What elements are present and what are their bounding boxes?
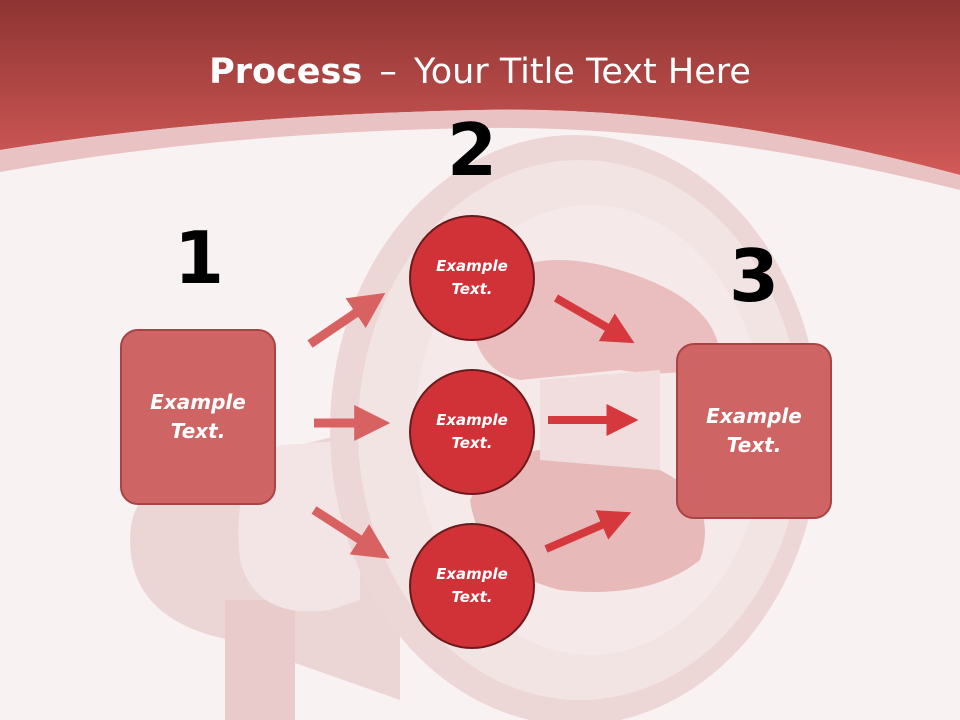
- step-2-circle-bottom[interactable]: Example Text.: [409, 523, 535, 649]
- slide-title: Process – Your Title Text Here: [0, 52, 960, 92]
- arrow-1-to-2-top: [307, 292, 386, 348]
- step-1-box-line1: Example: [150, 390, 246, 414]
- circle-middle-line2: Text.: [451, 434, 493, 452]
- arrow-2-to-3-bottom: [544, 510, 632, 553]
- title-rest: Your Title Text Here: [413, 52, 751, 92]
- header-swoosh: [0, 109, 960, 190]
- step-2-circle-bottom-text: Example Text.: [436, 563, 508, 609]
- circle-top-line2: Text.: [451, 280, 493, 298]
- circle-bottom-line2: Text.: [451, 588, 493, 606]
- step-3-box[interactable]: Example Text.: [676, 343, 832, 519]
- circle-top-line1: Example: [436, 257, 508, 275]
- step-1-box[interactable]: Example Text.: [120, 329, 276, 505]
- circle-middle-line1: Example: [436, 411, 508, 429]
- step-3-box-line1: Example: [706, 404, 802, 428]
- step-1-box-line2: Text.: [170, 419, 226, 443]
- arrow-2-to-3-top: [554, 294, 635, 344]
- step-2-circle-middle-text: Example Text.: [436, 409, 508, 455]
- circle-bottom-line1: Example: [436, 565, 508, 583]
- step-number-2: 2: [446, 108, 498, 192]
- step-2-circle-top-text: Example Text.: [436, 255, 508, 301]
- step-2-circle-top[interactable]: Example Text.: [409, 215, 535, 341]
- step-2-circle-middle[interactable]: Example Text.: [409, 369, 535, 495]
- arrow-1-to-2-bottom: [311, 506, 390, 559]
- step-number-1: 1: [173, 216, 225, 300]
- title-dash: –: [379, 52, 397, 92]
- header-band: [0, 0, 960, 175]
- step-3-box-text: Example Text.: [706, 402, 802, 460]
- step-1-box-text: Example Text.: [150, 388, 246, 446]
- step-3-box-line2: Text.: [726, 433, 782, 457]
- step-number-3: 3: [728, 234, 780, 318]
- title-bold: Process: [209, 52, 363, 92]
